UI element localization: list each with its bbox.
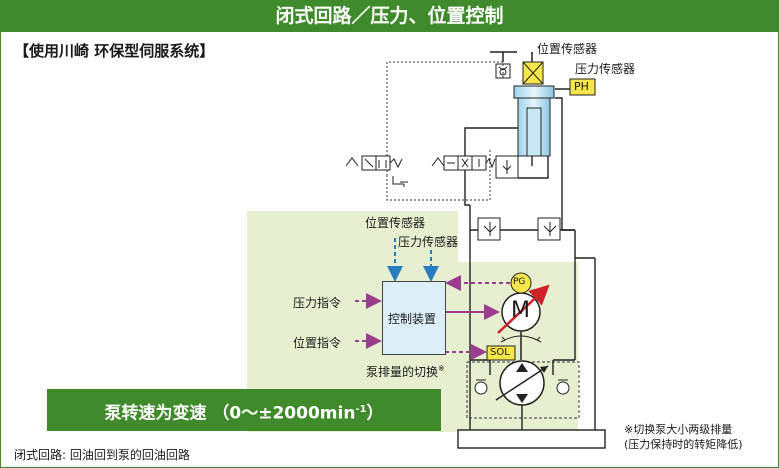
- note-line-2: (压力保持时的转矩降低): [624, 438, 743, 451]
- sol-label: SOL: [490, 347, 510, 358]
- control-zone-upper: [247, 211, 458, 263]
- motor-label: M: [511, 298, 530, 323]
- pressure-sensor-label-top: 压力传感器: [575, 62, 636, 76]
- directional-valve-left: [345, 155, 408, 187]
- position-sensor-label-ctrl: 位置传感器: [365, 216, 426, 230]
- check-valve-top: [495, 63, 511, 79]
- relief-valve-left: [477, 217, 501, 241]
- ph-box: [569, 78, 596, 96]
- cylinder: [490, 51, 555, 157]
- position-command-label: 位置指令: [293, 336, 342, 350]
- directional-valve-middle: [431, 155, 496, 171]
- pressure-command-label: 压力指令: [293, 296, 342, 310]
- pg-sensor: [510, 272, 532, 294]
- note-line-1: ※切换泵大小两级排量: [624, 423, 733, 436]
- hydraulic-lines: [457, 97, 606, 449]
- diagram-subtitle: 【使用川崎 环保型伺服系统】: [14, 42, 215, 60]
- speed-banner: 泵转速为变速 （0～±2000min-1）: [47, 389, 441, 431]
- check-valve-pump-right: [556, 379, 570, 395]
- controller-box: [382, 281, 446, 355]
- footer-note: 闭式回路: 回油回到泵的回油回路: [14, 448, 190, 462]
- sol-box: [486, 345, 516, 361]
- check-valve-pump-left: [474, 379, 488, 395]
- pump-switch-label: 泵排量的切换※: [366, 364, 445, 379]
- relief-valve-right: [537, 217, 561, 241]
- motor: [497, 284, 550, 360]
- pump: [495, 360, 549, 430]
- ph-label: PH: [574, 80, 589, 93]
- position-sensor-label-top: 位置传感器: [537, 42, 598, 56]
- pressure-sensor-label-ctrl: 压力传感器: [398, 235, 459, 249]
- relief-valve-upper: [495, 155, 519, 179]
- diagram-title: 闭式回路／压力、位置控制: [0, 0, 779, 32]
- controller-label: 控制装置: [388, 312, 437, 326]
- pg-label: PG: [513, 277, 526, 287]
